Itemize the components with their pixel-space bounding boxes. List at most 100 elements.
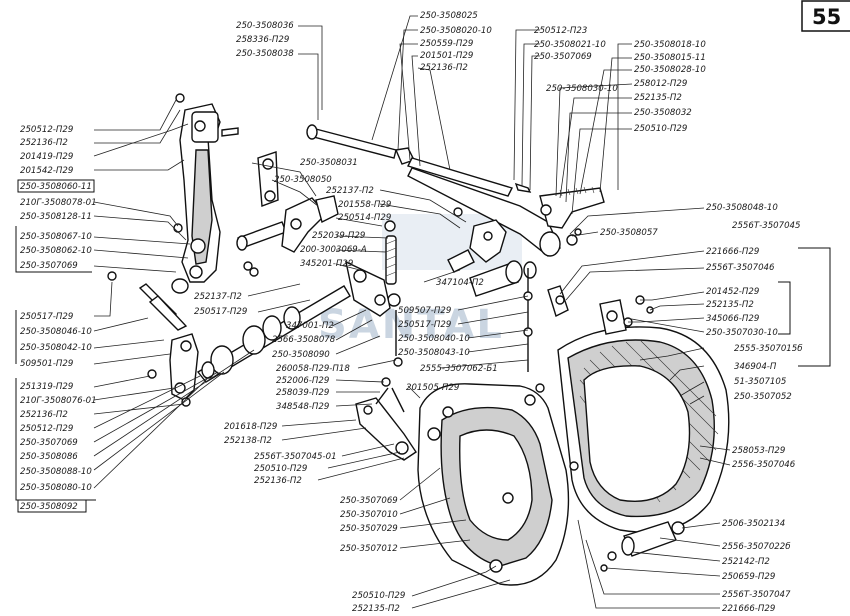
- part-label: 250-3508018-10: [634, 40, 706, 50]
- part-label: 252135-П2: [634, 93, 682, 103]
- part-label: 250-3508036: [236, 21, 294, 31]
- part-label: 250514-П29: [338, 213, 391, 223]
- parts-artwork: [107, 93, 730, 586]
- part-label: 252142-П2: [722, 557, 770, 567]
- part-label: 250510-П29: [254, 464, 307, 474]
- part-label: 250512-П29: [20, 424, 73, 434]
- part-label: 201618-П29: [224, 422, 277, 432]
- part-label: 250-3507012: [340, 544, 398, 554]
- page-number-box: 55: [801, 0, 850, 32]
- part-label: 2566-3508078: [272, 335, 336, 345]
- page-number: 55: [812, 5, 841, 29]
- part-label: 201542-П29: [20, 166, 73, 176]
- part-label: 258336-П29: [236, 35, 289, 45]
- part-label: 258039-П29: [276, 388, 329, 398]
- part-label: 250-3508050: [274, 175, 332, 185]
- part-label: 250-3508092: [20, 502, 78, 512]
- part-label: 2556Т-3507045-01: [254, 452, 337, 462]
- part-label: 345066-П29: [706, 314, 759, 324]
- part-label: 252135-П2: [706, 300, 754, 310]
- part-label: 201558-П29: [338, 200, 391, 210]
- part-label: 250-3508046-10: [20, 327, 92, 337]
- part-label: 346904-П: [734, 362, 777, 372]
- part-label: 250-3508043-10: [398, 348, 470, 358]
- part-label: 348548-П29: [276, 402, 329, 412]
- part-label: 250-3507030-10: [706, 328, 778, 338]
- part-label: 250517-П29: [194, 307, 247, 317]
- part-label: 250-3508088-10: [20, 467, 92, 477]
- part-label: 250-3508090: [272, 350, 330, 360]
- part-label: 250-3508067-10: [20, 232, 92, 242]
- part-label: 201505-П29: [406, 383, 459, 393]
- part-label: 2556Т-3507047: [722, 590, 791, 600]
- part-label: 509501-П29: [20, 359, 73, 369]
- part-label: 250-3508031: [300, 158, 358, 168]
- part-label: 221666-П29: [706, 247, 759, 257]
- part-label: 250-3508040-10: [398, 334, 470, 344]
- part-label: 250559-П29: [420, 39, 473, 49]
- part-label: 250-3508057: [600, 228, 658, 238]
- part-label: 250-3508015-11: [634, 53, 706, 63]
- part-label: 201452-П29: [706, 287, 759, 297]
- part-label: 252136-П2: [20, 410, 68, 420]
- part-label: 250-3508021-10: [534, 40, 606, 50]
- part-label: 347001-П2: [286, 321, 334, 331]
- part-label: 250-3508080-10: [20, 483, 92, 493]
- part-label: 250512-П23: [534, 26, 587, 36]
- part-label: 252137-П2: [194, 292, 242, 302]
- part-label: 250510-П29: [352, 591, 405, 601]
- part-label: 250-3508060-11: [20, 182, 92, 192]
- part-label: 51-3507105: [734, 377, 786, 387]
- part-label: 2556Т-3507046: [706, 263, 775, 273]
- part-label: 250-3507069: [340, 496, 398, 506]
- part-label: 250-3508028-10: [634, 65, 706, 75]
- part-label: 250517-П29: [398, 320, 451, 330]
- part-label: 2556-3507046: [732, 460, 796, 470]
- part-label: 210Г-3508076-01: [20, 396, 97, 406]
- part-label: 250-3507069: [534, 52, 592, 62]
- part-label: 251319-П29: [20, 382, 73, 392]
- part-label: 258053-П29: [732, 446, 785, 456]
- leader-lines: [93, 15, 731, 609]
- part-label: 347104-П2: [436, 278, 484, 288]
- part-label: 250517-П29: [20, 312, 73, 322]
- part-label: 250-3508025: [420, 11, 478, 21]
- part-label: 250-3508030-10: [546, 84, 618, 94]
- part-label: 250-3507010: [340, 510, 398, 520]
- part-label: 252136-П2: [254, 476, 302, 486]
- part-label: 250-3508020-10: [420, 26, 492, 36]
- part-label: 252136-П2: [20, 138, 68, 148]
- part-label: 2555-3507015б: [734, 344, 803, 354]
- part-label: 250659-П29: [722, 572, 775, 582]
- part-label: 252135-П2: [352, 604, 400, 614]
- part-label: 252006-П29: [276, 376, 329, 386]
- part-label: 252137-П2: [326, 186, 374, 196]
- part-label: 260058-П29-П18: [276, 364, 350, 374]
- part-label: 250-3507069: [20, 261, 78, 271]
- part-label: 252138-П2: [224, 436, 272, 446]
- watermark-text: SANTAL: [318, 302, 504, 348]
- part-label: 250-3507069: [20, 438, 78, 448]
- part-label: 2555-3507062-Б1: [420, 364, 498, 374]
- part-label: 258012-П29: [634, 79, 687, 89]
- part-label: 345201-П29: [300, 259, 353, 269]
- part-label: 252136-П2: [420, 63, 468, 73]
- part-label: 250-3508048-10: [706, 203, 778, 213]
- part-label: 250-3508042-10: [20, 343, 92, 353]
- part-label: 221666-П29: [722, 604, 775, 614]
- part-label: 250-3508086: [20, 452, 78, 462]
- part-label: 2556-3507022б: [722, 542, 791, 552]
- part-label: 201419-П29: [20, 152, 73, 162]
- part-label: 509507-П29: [398, 306, 451, 316]
- part-label: 201501-П29: [420, 51, 473, 61]
- part-label: 250-3508062-10: [20, 246, 92, 256]
- part-label: 200-3003069-А: [300, 245, 367, 255]
- part-label: 2506-3502134: [722, 519, 785, 529]
- group-boxes: [15, 179, 831, 513]
- part-label: 210Г-3508078-01: [20, 198, 97, 208]
- part-label: 2556Т-3507045: [732, 221, 801, 231]
- part-labels: 250-3508036 258336-П29 250-3508038 25051…: [20, 11, 803, 614]
- part-label: 252039-П29: [312, 231, 365, 241]
- part-label: 250-3507029: [340, 524, 398, 534]
